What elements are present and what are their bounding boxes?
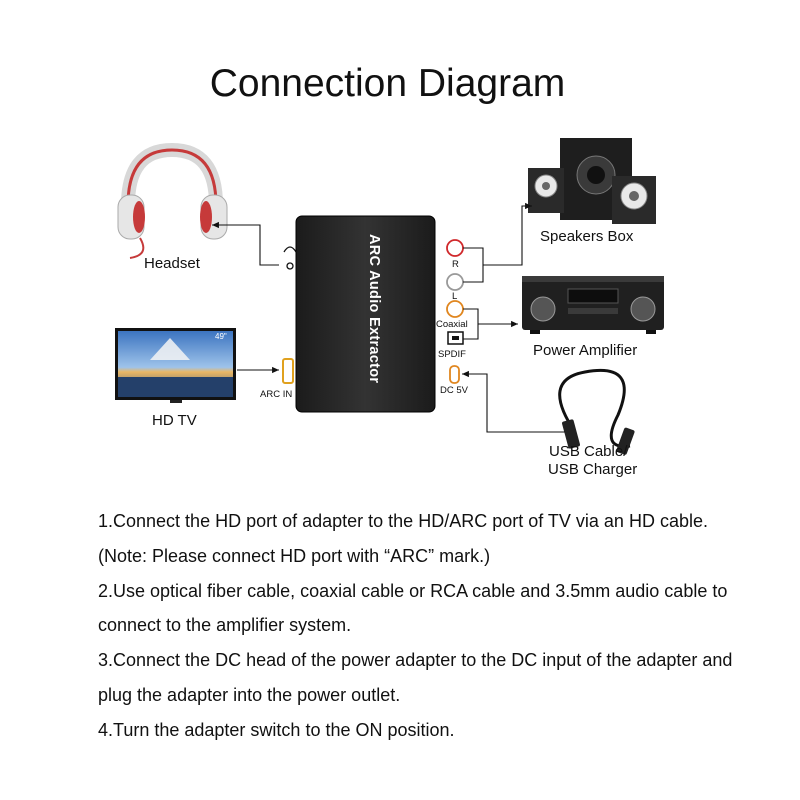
port-spdif-label: SPDIF (438, 349, 466, 360)
hd-tv-icon (115, 328, 236, 403)
headset-icon (117, 142, 228, 259)
usb-cable-icon (558, 369, 635, 455)
usb-charger-label: USB Charger (548, 461, 638, 478)
speakers-box-label: Speakers Box (540, 228, 634, 245)
coaxial-port (446, 300, 464, 318)
instruction-step-3: 3.Connect the DC head of the power adapt… (98, 650, 733, 705)
usb-cable-label: USB Cable/ (549, 443, 628, 460)
hd-tv-label: HD TV (152, 412, 197, 429)
rca-left-port (446, 273, 464, 291)
port-r-label: R (452, 259, 459, 270)
instruction-step-4: 4.Turn the adapter switch to the ON posi… (98, 719, 455, 740)
amplifier-connection-line (463, 308, 518, 340)
dc-5v-port (449, 365, 460, 384)
speakers-connection-line (463, 206, 532, 283)
usb-connection-line (462, 370, 565, 433)
headset-label: Headset (144, 255, 200, 272)
power-amplifier-icon (522, 276, 664, 334)
port-arc-in-label: ARC IN (260, 389, 293, 400)
arc-in-port (282, 358, 294, 384)
power-amplifier-label: Power Amplifier (533, 342, 638, 359)
spdif-port (447, 331, 464, 345)
instruction-step-1: 1.Connect the HD port of adapter to the … (98, 511, 708, 566)
arc-audio-extractor-device (295, 215, 436, 413)
diagram-title: Connection Diagram (209, 62, 566, 105)
headset-connection-line (212, 221, 279, 266)
tv-size-badge: 49" (215, 332, 227, 341)
port-dc5v-label: DC 5V (440, 385, 468, 396)
port-l-label: L (452, 291, 458, 302)
port-coaxial-label: Coaxial (436, 319, 468, 330)
speakers-box-icon (528, 138, 656, 224)
connection-diagram: 49" (115, 138, 664, 455)
instructions-list: 1.Connect the HD port of adapter to the … (98, 504, 758, 748)
instruction-step-2: 2.Use optical fiber cable, coaxial cable… (98, 580, 728, 636)
headphone-jack-icon (283, 246, 297, 270)
rca-right-port (446, 239, 464, 257)
device-name-label: ARC Audio Extractor (366, 234, 382, 384)
